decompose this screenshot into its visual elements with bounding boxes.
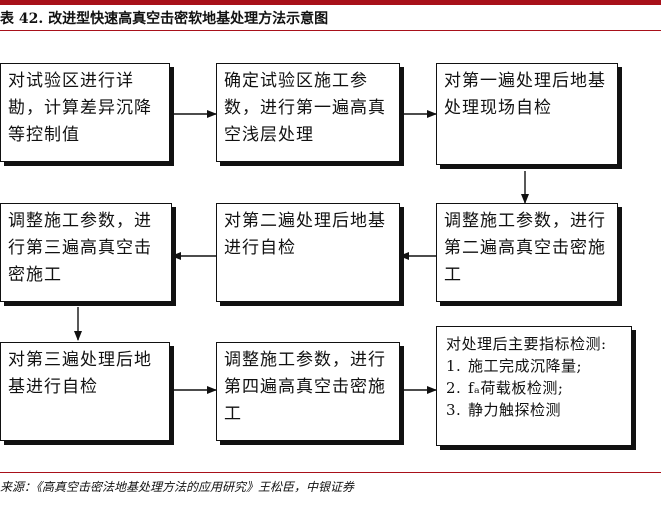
check-item-3: 3. 静力触探检测 <box>446 399 622 421</box>
title-rule <box>0 30 661 31</box>
check-item-1-num: 1. <box>446 357 462 375</box>
check-heading: 对处理后主要指标检测: <box>446 335 607 353</box>
check-item-1-text: 施工完成沉降量; <box>468 357 583 375</box>
check-item-3-num: 3. <box>446 401 462 419</box>
step-box-1: 对试验区进行详勘，计算差异沉降等控制值 <box>0 63 170 162</box>
check-item-1: 1. 施工完成沉降量; <box>446 355 622 377</box>
step-box-8: 调整施工参数，进行第四遍高真空击密施工 <box>216 342 400 441</box>
step-box-4: 调整施工参数，进行第二遍高真空击密施工 <box>436 203 618 302</box>
check-item-3-text: 静力触探检测 <box>468 401 562 419</box>
step-box-3: 对第一遍处理后地基处理现场自检 <box>436 63 618 165</box>
source-note: 来源：《高真空击密法地基处理方法的应用研究》王松臣，中银证券 <box>0 480 355 494</box>
step-box-7: 对第三遍处理后地基进行自检 <box>0 342 170 441</box>
step-box-6: 调整施工参数，进行第三遍高真空击密施工 <box>0 203 172 302</box>
top-rule <box>0 0 661 5</box>
bottom-rule <box>0 472 661 473</box>
step-box-9: 对处理后主要指标检测: 1. 施工完成沉降量; 2. fₐ荷载板检测; 3. 静… <box>436 326 632 446</box>
check-item-2: 2. fₐ荷载板检测; <box>446 377 622 399</box>
check-item-2-num: 2. <box>446 379 462 397</box>
step-box-2: 确定试验区施工参数，进行第一遍高真空浅层处理 <box>216 63 400 162</box>
figure-title: 表 42. 改进型快速高真空击密软地基处理方法示意图 <box>0 11 329 27</box>
check-item-2-text: fₐ荷载板检测; <box>468 379 564 397</box>
step-box-5: 对第二遍处理后地基进行自检 <box>216 203 400 302</box>
